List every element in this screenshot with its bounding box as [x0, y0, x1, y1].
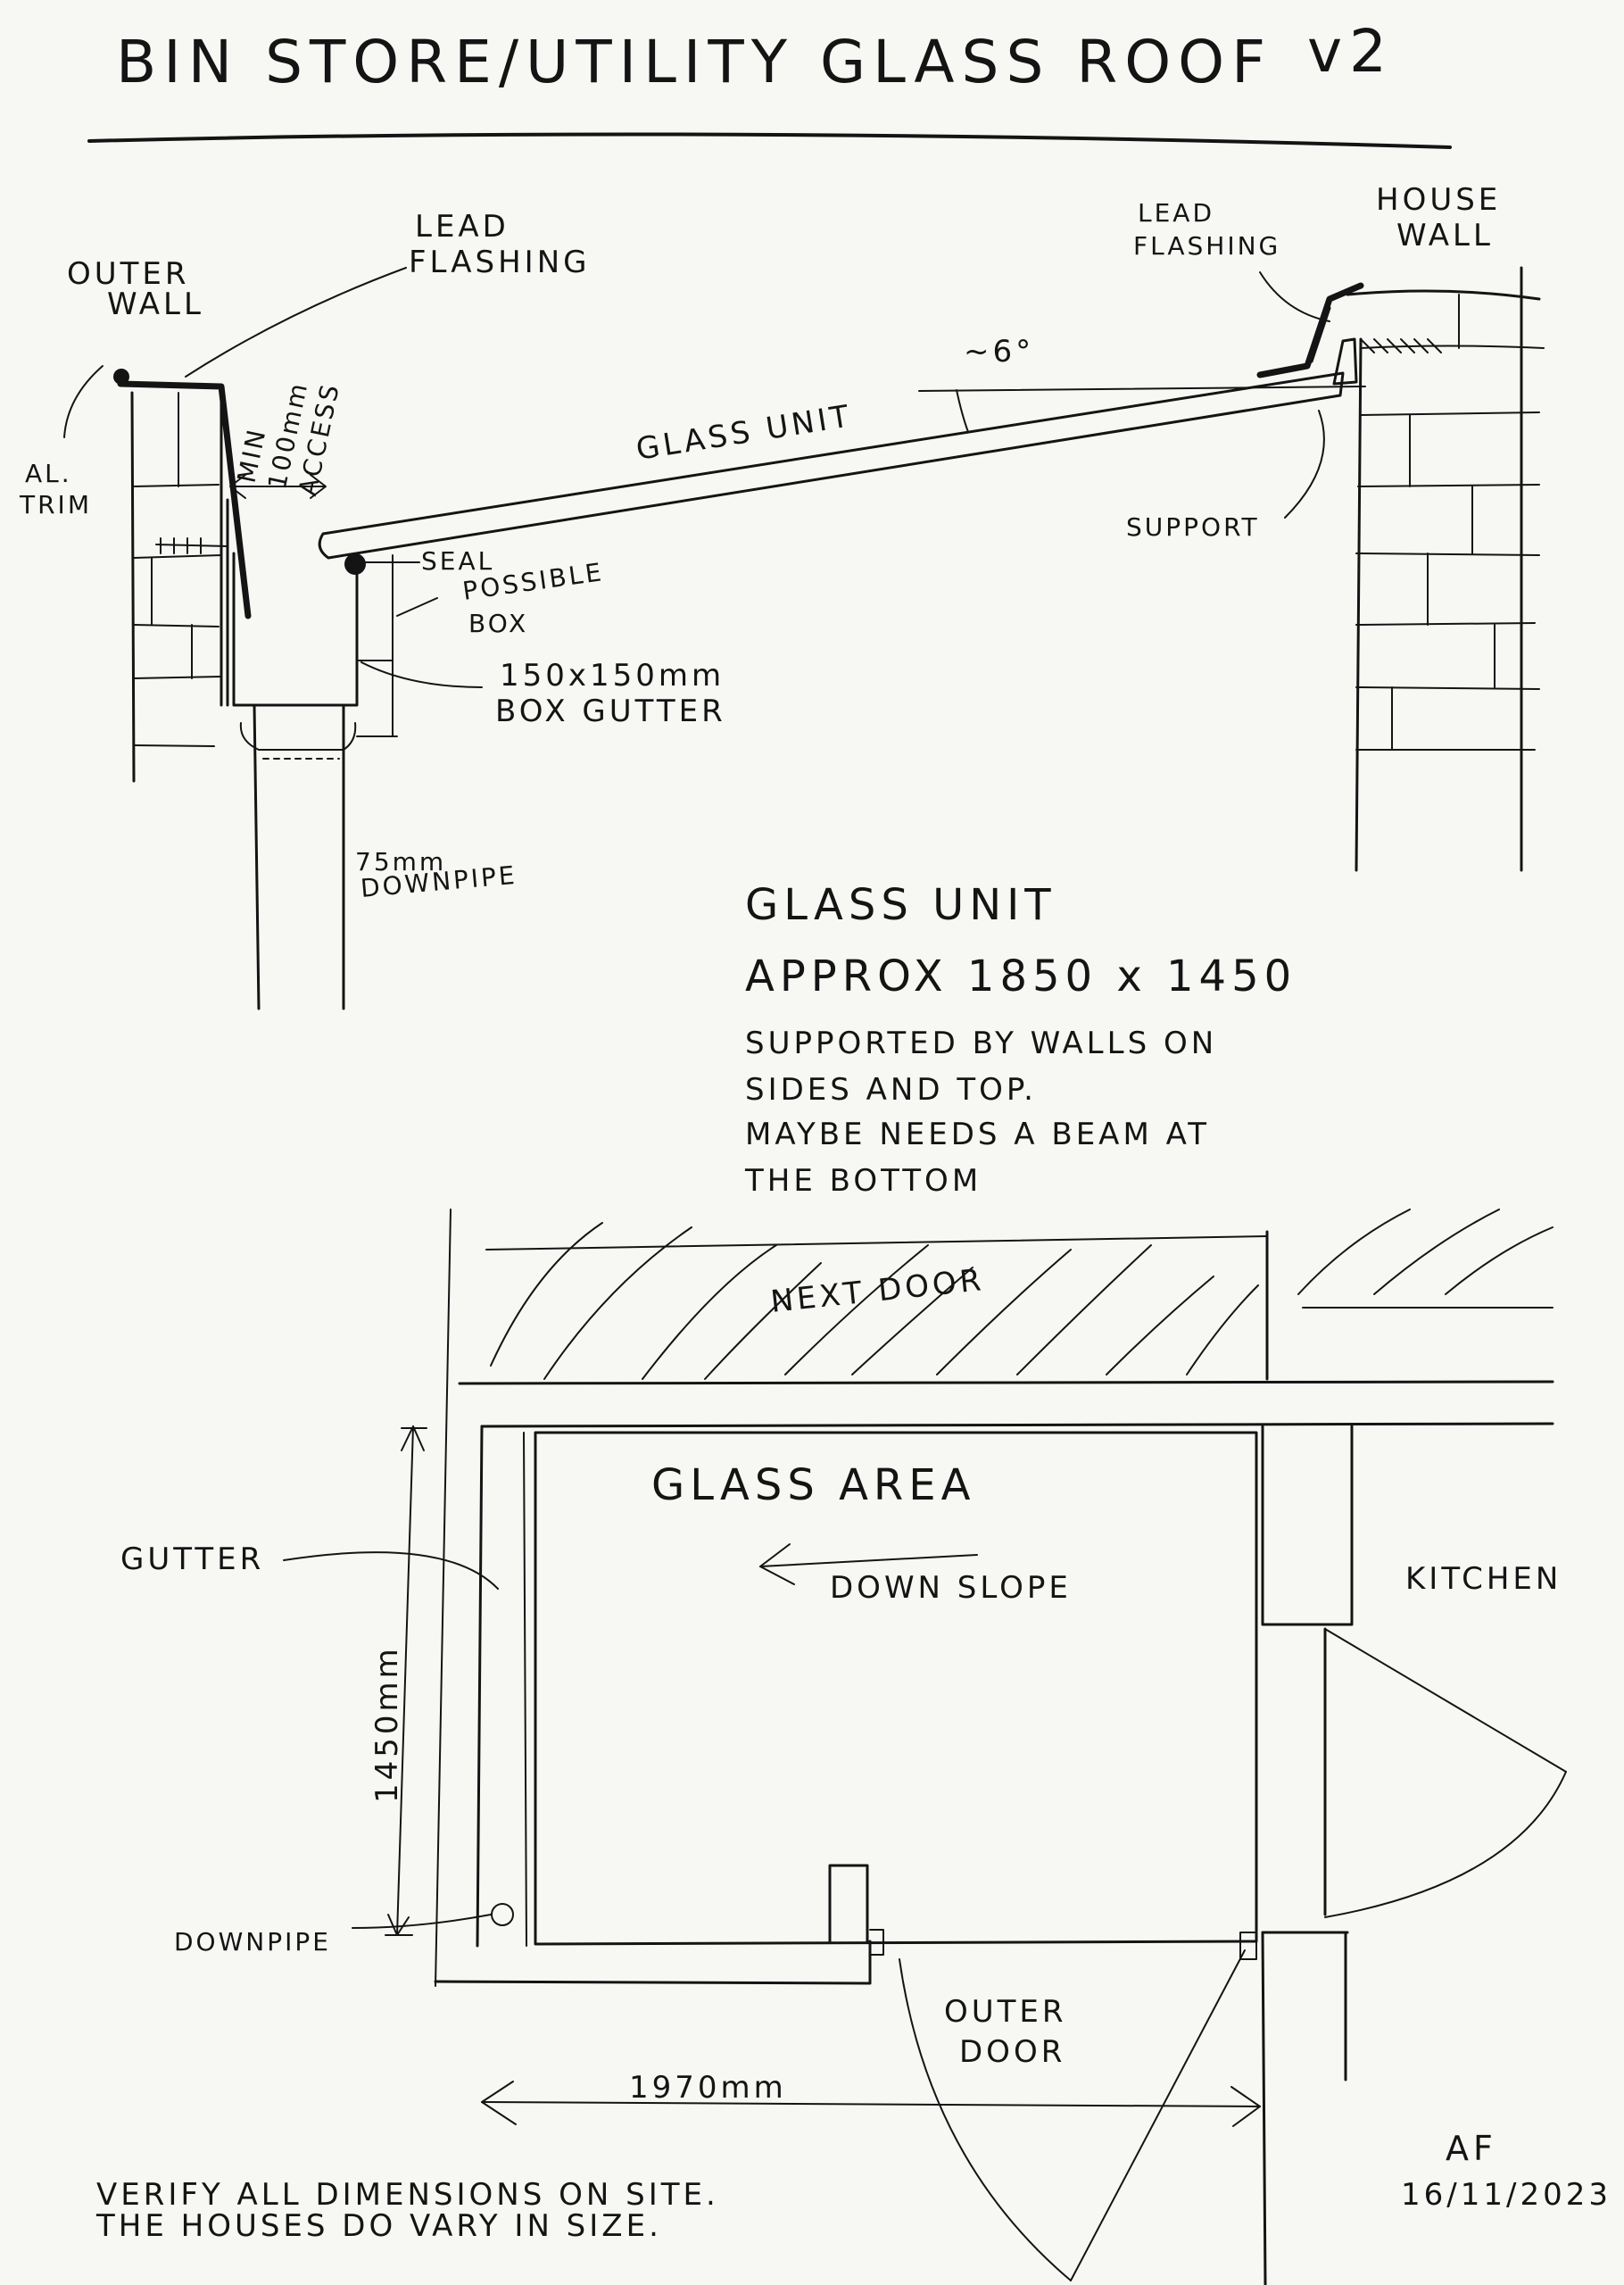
notes-line-2: SIDES AND TOP.	[745, 1072, 1037, 1108]
downpipe-plan-symbol	[491, 1903, 514, 1926]
width-dim-label: 1970mm	[629, 2070, 787, 2106]
width-dimension	[481, 2081, 1261, 2127]
outer-door-label-1: OUTER	[944, 1994, 1067, 2030]
seal-bead	[344, 553, 366, 575]
al-trim-end	[113, 369, 129, 385]
box-gutter-label-1: 150x150mm	[500, 658, 725, 694]
outer-wall-section	[130, 391, 223, 783]
downpipe-section-label-1: 75mm	[355, 847, 446, 877]
initials-signature: AF	[1446, 2129, 1497, 2168]
lead-flashing-right-label-1: LEAD	[1138, 198, 1214, 228]
down-slope-arrow	[759, 1543, 978, 1585]
notes-line-4: THE BOTTOM	[744, 1163, 982, 1199]
lead-flashing-left	[113, 369, 252, 707]
house-wall-label-2: WALL	[1396, 218, 1494, 253]
outer-door-label-2: DOOR	[959, 2034, 1065, 2070]
box-gutter	[232, 552, 398, 737]
plan-walls	[434, 1380, 1554, 2285]
seal-label: SEAL	[421, 546, 494, 576]
al-trim-label-1: AL.	[25, 459, 72, 488]
al-trim-label-2: TRIM	[19, 490, 92, 519]
roof-support	[1332, 337, 1358, 386]
depth-dim-label: 1450mm	[369, 1645, 405, 1803]
glass-unit-section-label: GLASS UNIT	[634, 398, 855, 468]
glass-area-label: GLASS AREA	[651, 1460, 975, 1510]
house-wall-section	[1346, 266, 1545, 872]
down-slope-label: DOWN SLOPE	[830, 1570, 1072, 1606]
kitchen-label: KITCHEN	[1405, 1561, 1562, 1597]
kitchen-door-swing	[1323, 1627, 1567, 1918]
min-access-label: MIN 100mm ACCESS	[232, 378, 346, 498]
outer-door-swing	[899, 1949, 1246, 2281]
next-door-hatch	[435, 1209, 1554, 1987]
verify-note-2: THE HOUSES DO VARY IN SIZE.	[95, 2208, 662, 2244]
title-underline	[87, 132, 1452, 149]
downpipe-section	[239, 703, 357, 1010]
support-label: SUPPORT	[1126, 512, 1260, 542]
drawing-version: v2	[1307, 17, 1394, 86]
gutter-label: GUTTER	[120, 1541, 264, 1577]
section-leaders	[63, 267, 1330, 688]
lead-flashing-left-label-1: LEAD	[415, 209, 510, 245]
angle-label: ~6°	[964, 334, 1034, 370]
lead-flashing-left-label-2: FLASHING	[409, 245, 591, 280]
possible-box-label-2: BOX	[468, 609, 528, 638]
notes-heading: GLASS UNIT	[745, 880, 1056, 930]
notes-line-1: SUPPORTED BY WALLS ON	[745, 1026, 1217, 1061]
depth-dimension	[385, 1425, 427, 1936]
glass-unit-notes: GLASS UNIT APPROX 1850 x 1450 SUPPORTED …	[744, 880, 1297, 1199]
next-door-label: NEXT DOOR	[769, 1262, 986, 1320]
lead-flashing-right	[1256, 282, 1364, 378]
glass-area-plan	[523, 1431, 1258, 1960]
plan-leaders	[283, 1551, 499, 1929]
downpipe-plan-label: DOWNPIPE	[174, 1927, 331, 1957]
drawing-date: 16/11/2023	[1401, 2177, 1612, 2213]
verify-note-1: VERIFY ALL DIMENSIONS ON SITE.	[96, 2177, 719, 2213]
notes-line-3: MAYBE NEEDS A BEAM AT	[745, 1117, 1210, 1152]
glass-unit-section	[318, 371, 1345, 560]
outer-wall-label-2: WALL	[107, 287, 204, 322]
house-wall-label-1: HOUSE	[1376, 182, 1501, 218]
drawing-title: BIN STORE/UTILITY GLASS ROOF	[116, 28, 1272, 96]
lead-flashing-right-label-2: FLASHING	[1133, 231, 1280, 261]
notes-size: APPROX 1850 x 1450	[745, 951, 1297, 1001]
box-gutter-label-2: BOX GUTTER	[495, 694, 726, 729]
angle-annotation	[918, 386, 1366, 433]
outer-wall-label-1: OUTER	[67, 256, 190, 292]
